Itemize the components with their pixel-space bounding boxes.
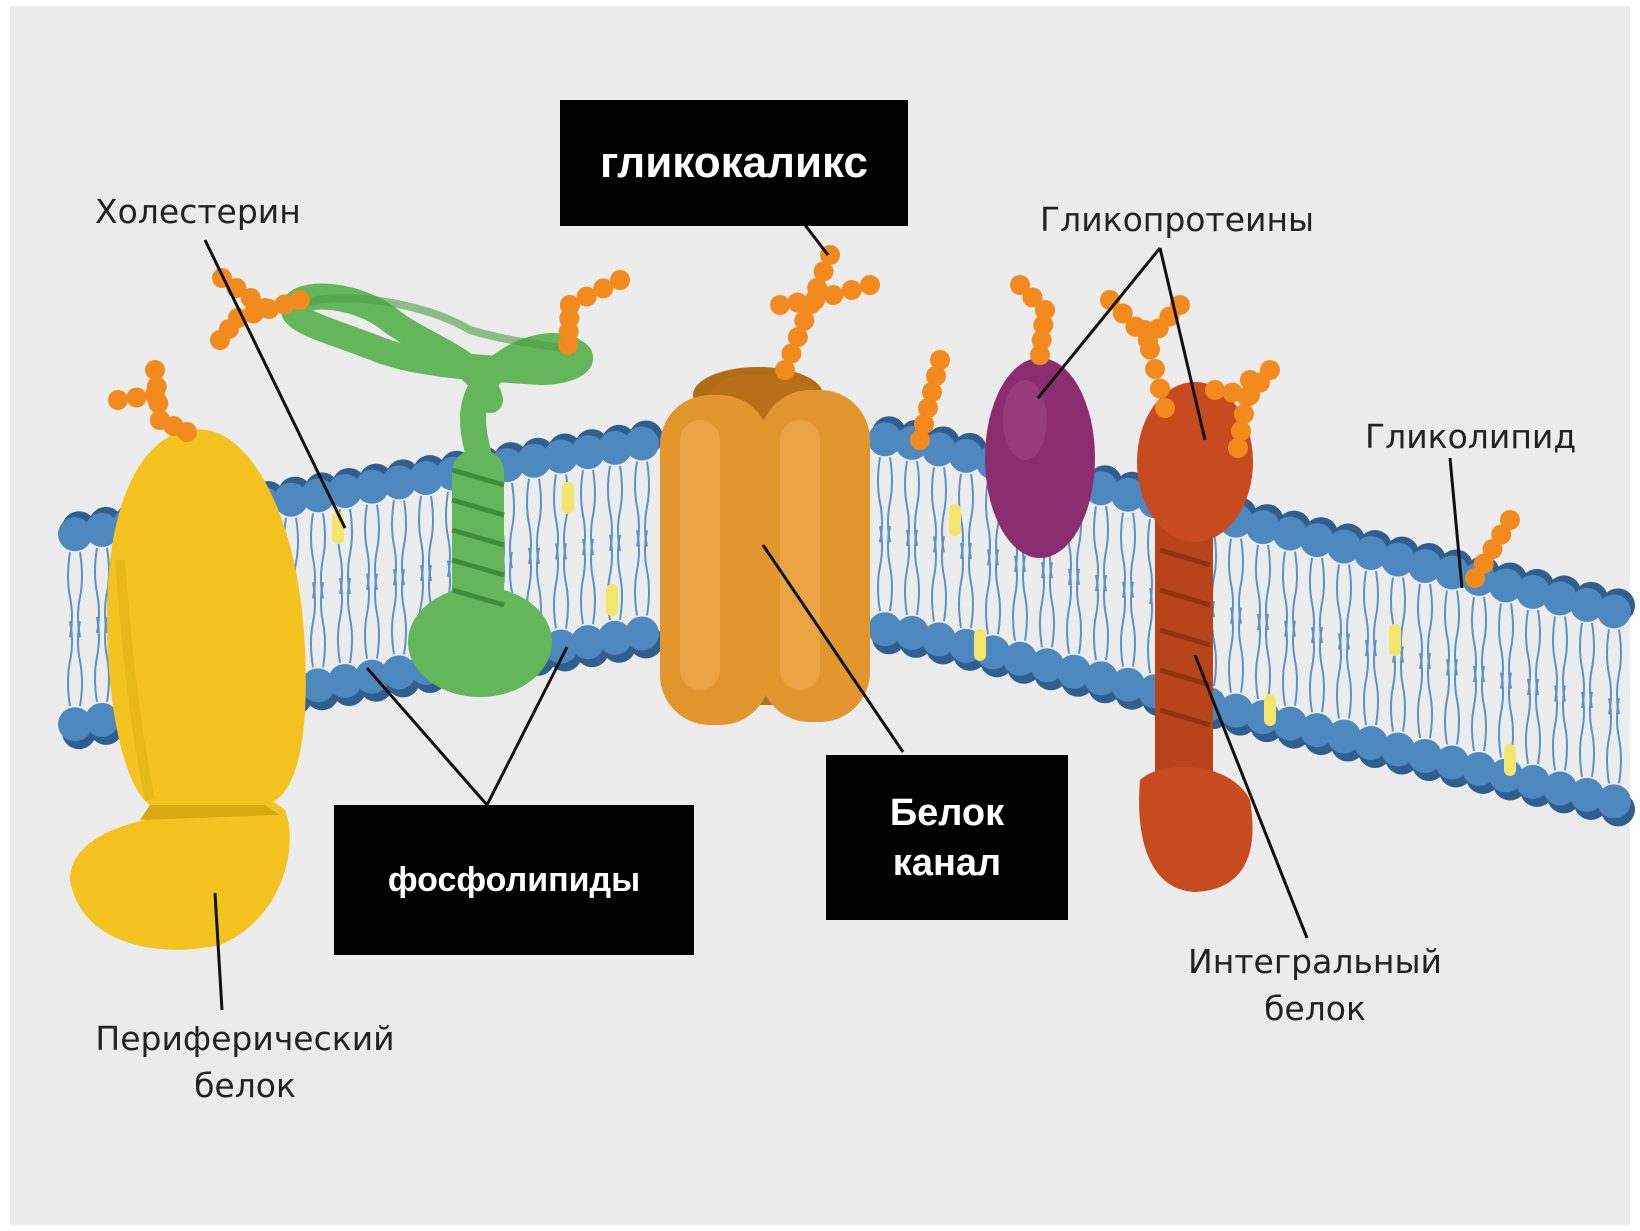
glycocalyx-pointer — [805, 225, 828, 255]
phospholipids-box-text: фосфолипиды — [388, 861, 640, 900]
peripheral-label-line2: белок — [194, 1066, 296, 1105]
cholesterol-label: Холестерин — [95, 188, 301, 235]
channel-protein-box: Белок канал — [826, 755, 1068, 920]
glycolipid-label: Гликолипид — [1365, 413, 1576, 460]
peripheral-label-line1: Периферический — [95, 1019, 394, 1058]
channel-box-line2: канал — [893, 838, 1001, 888]
integral-label-line1: Интегральный — [1188, 942, 1442, 981]
glycocalyx-box: гликокаликс — [560, 100, 908, 226]
glycocalyx-box-text: гликокаликс — [600, 138, 868, 188]
peripheral-protein-label: Периферический белок — [95, 1015, 395, 1109]
integral-label-line2: белок — [1264, 989, 1366, 1028]
purple-glycoprotein — [985, 358, 1095, 558]
glycoproteins-label: Гликопротеины — [1040, 196, 1314, 243]
integral-protein-label: Интегральный белок — [1185, 938, 1445, 1032]
channel-box-line1: Белок — [890, 788, 1004, 838]
phospholipids-box: фосфолипиды — [334, 805, 694, 955]
integral-protein — [1137, 382, 1253, 892]
